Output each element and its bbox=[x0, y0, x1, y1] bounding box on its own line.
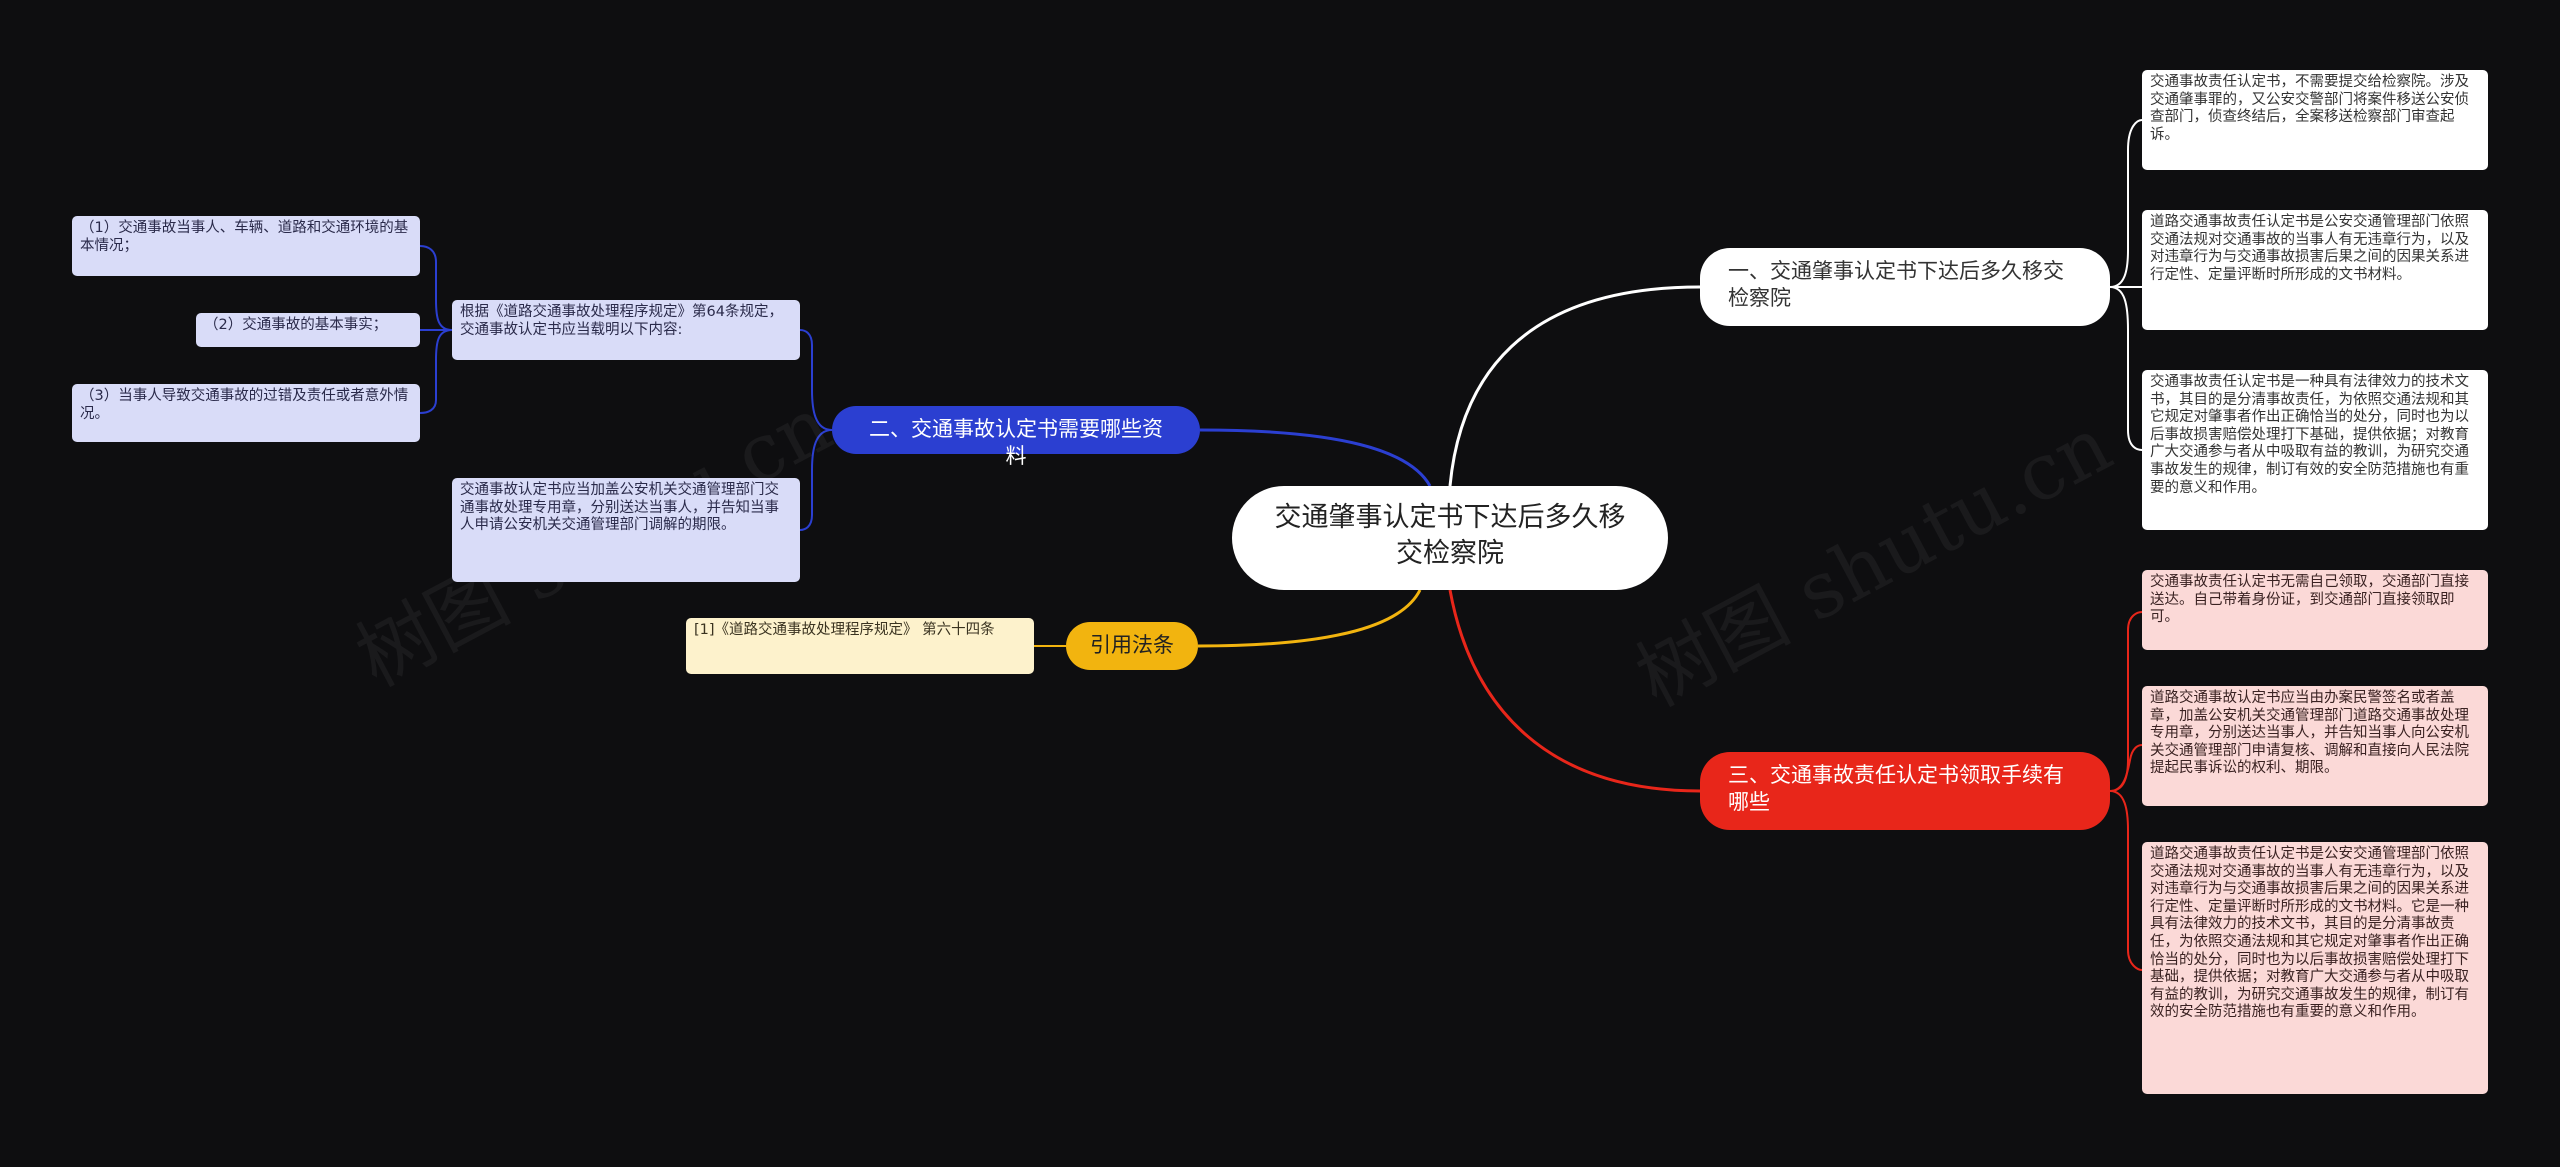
root-topic[interactable]: 交通肇事认定书下达后多久移交检察院 bbox=[1232, 486, 1668, 590]
link-root-b3 bbox=[1448, 589, 1701, 793]
branch-topic-3[interactable]: 三、交通事故责任认定书领取手续有哪些 bbox=[1700, 752, 2110, 830]
watermark-right: 树图 shutu.cn bbox=[1622, 400, 2126, 725]
b3-leaf-2[interactable]: 道路交通事故认定书应当由办案民警签名或者盖章，加盖公安机关交通管理部门道路交通事… bbox=[2142, 686, 2488, 806]
b2-leaf-2[interactable]: 交通事故认定书应当加盖公安机关交通管理部门交通事故处理专用章，分别送达当事人，并… bbox=[452, 478, 800, 582]
link-b3-leaf1 bbox=[2109, 611, 2143, 792]
link-sub3 bbox=[419, 329, 453, 414]
link-b3-leaf3 bbox=[2109, 790, 2143, 971]
link-b1-leaf3 bbox=[2109, 286, 2143, 451]
link-root-b2 bbox=[1199, 428, 1432, 487]
branch-topic-1[interactable]: 一、交通肇事认定书下达后多久移交检察院 bbox=[1700, 248, 2110, 326]
link-b2-leaf1 bbox=[799, 329, 833, 431]
b1-leaf-1[interactable]: 交通事故责任认定书，不需要提交给检察院。涉及交通肇事罪的，又公安交警部门将案件移… bbox=[2142, 70, 2488, 170]
link-b2-leaf2 bbox=[799, 429, 833, 531]
b2-subleaf-2[interactable]: （2）交通事故的基本事实； bbox=[196, 313, 420, 347]
b1-leaf-2[interactable]: 道路交通事故责任认定书是公安交通管理部门依照交通法规对交通事故的当事人有无违章行… bbox=[2142, 210, 2488, 330]
branch-topic-4[interactable]: 引用法条 bbox=[1066, 622, 1198, 670]
b1-leaf-3[interactable]: 交通事故责任认定书是一种具有法律效力的技术文书，其目的是分清事故责任，为依照交通… bbox=[2142, 370, 2488, 530]
link-b3-leaf2 bbox=[2109, 744, 2143, 792]
b3-leaf-3[interactable]: 道路交通事故责任认定书是公安交通管理部门依照交通法规对交通事故的当事人有无违章行… bbox=[2142, 842, 2488, 1094]
b2-leaf-1[interactable]: 根据《道路交通事故处理程序规定》第64条规定，交通事故认定书应当载明以下内容: bbox=[452, 300, 800, 360]
b4-leaf-1[interactable]: [1]《道路交通事故处理程序规定》 第六十四条 bbox=[686, 618, 1034, 674]
link-root-b1 bbox=[1448, 285, 1701, 487]
b3-leaf-1[interactable]: 交通事故责任认定书无需自己领取，交通部门直接送达。自己带着身份证，到交通部门直接… bbox=[2142, 570, 2488, 650]
link-b1-leaf1 bbox=[2109, 119, 2143, 288]
branch-topic-2[interactable]: 二、交通事故认定书需要哪些资料 bbox=[832, 406, 1200, 468]
link-sub1 bbox=[419, 245, 453, 331]
link-root-b4 bbox=[1197, 589, 1422, 648]
b2-subleaf-1[interactable]: （1）交通事故当事人、车辆、道路和交通环境的基本情况； bbox=[72, 216, 420, 276]
b2-subleaf-3[interactable]: （3）当事人导致交通事故的过错及责任或者意外情况。 bbox=[72, 384, 420, 442]
